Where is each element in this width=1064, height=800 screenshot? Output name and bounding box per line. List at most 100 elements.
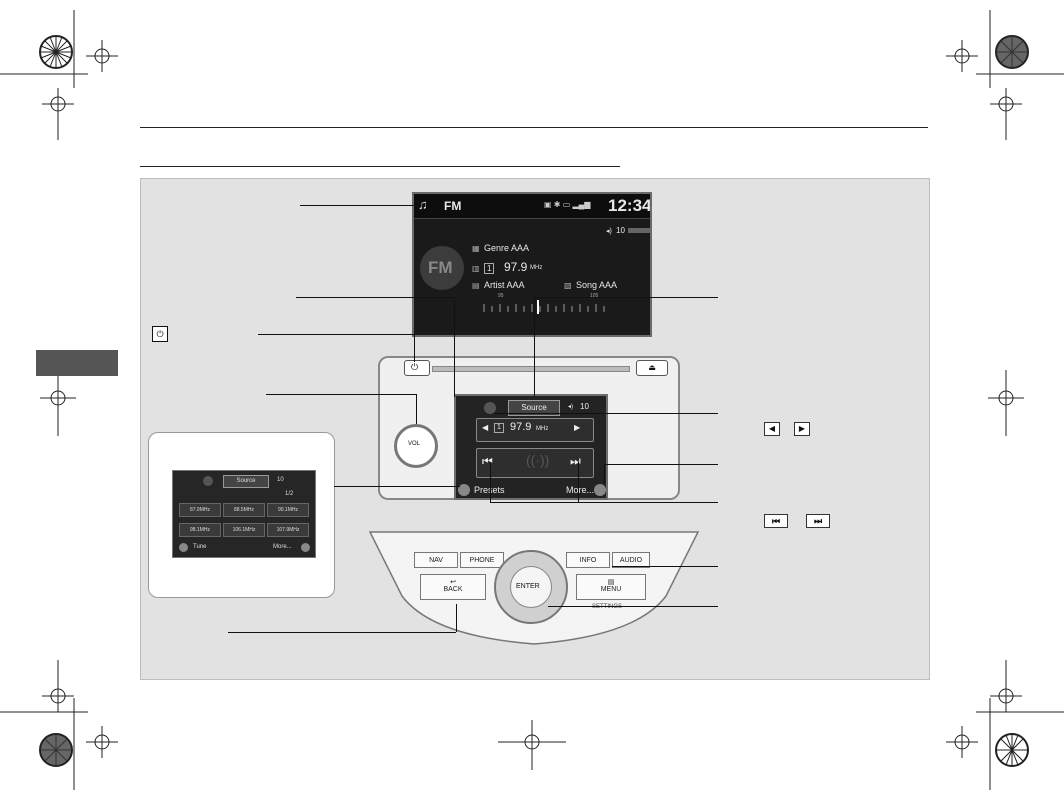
audio-button[interactable]: AUDIO — [612, 552, 650, 568]
volume-icon: ◂) — [606, 228, 612, 235]
fm-logo-circle — [420, 246, 464, 290]
callout-volume-knob-drop — [416, 394, 417, 424]
lower-frequency: 97.9 — [510, 421, 532, 433]
registration-mark-bottom-right-dial — [986, 724, 1038, 776]
lower-frequency-unit: MHz — [536, 426, 549, 432]
lower-touchscreen: Source ◂) 10 ◀ 1 97.9 MHz ▶ ⏮ ((·)) ⏭ Pr… — [454, 394, 608, 500]
power-icon: ⏻ — [411, 362, 419, 372]
upper-mode-label: FM — [444, 199, 462, 213]
upper-display-screen: ♫ FM ▣ ✱ ▭ ▂▄▆ 12:34 ◂) 10 FM ▦ Genre AA… — [412, 192, 652, 337]
lower-volume-icon: ◂) — [568, 404, 574, 410]
lower-volume-value: 10 — [580, 402, 589, 411]
callout-music-icon — [300, 205, 418, 206]
callout-tune-arrows — [494, 413, 718, 414]
info-button[interactable]: INFO — [566, 552, 610, 568]
antenna-icon: ((·)) — [526, 452, 550, 468]
inset-more-label[interactable]: More... — [273, 544, 292, 550]
more-label[interactable]: More... — [566, 485, 595, 495]
lower-home-icon[interactable] — [484, 402, 496, 414]
scale-high-label: 105 — [590, 293, 599, 299]
callout-power — [258, 334, 414, 335]
power-button[interactable] — [404, 360, 430, 376]
volume-knob-label: VOL — [408, 441, 421, 447]
phone-button[interactable]: PHONE — [460, 552, 504, 568]
fm-logo-text: FM — [428, 258, 453, 277]
callout-source-drop — [534, 297, 535, 397]
skip-back-icon[interactable]: ⏮ — [482, 454, 493, 468]
status-icons: ▣ ✱ ▭ ▂▄▆ — [544, 200, 591, 209]
upper-preset-number: 1 — [484, 263, 495, 274]
genre-text: Genre AAA — [484, 243, 530, 253]
preset-button-1[interactable]: 87.9MHz — [179, 503, 221, 517]
artist-text: Artist AAA — [484, 280, 525, 290]
settings-label: SETTINGS — [592, 604, 623, 610]
preset-button-3[interactable]: 90.1MHz — [267, 503, 309, 517]
upper-frequency: 97.9 — [504, 260, 528, 274]
registration-mark-top-right-dial — [986, 26, 1038, 78]
callout-skip-left — [490, 462, 491, 502]
inset-home-icon — [203, 476, 213, 486]
menu-icon: ▤ — [607, 579, 615, 586]
presets-label[interactable]: Presets — [474, 485, 505, 495]
preset-button-5[interactable]: 106.1MHz — [223, 523, 265, 537]
skip-back-symbol: ⏮ — [764, 514, 788, 528]
genre-icon: ▦ — [472, 244, 480, 253]
artist-icon: ▤ — [472, 281, 480, 290]
seek-bar[interactable] — [476, 448, 594, 478]
upper-frequency-unit: MHz — [530, 265, 543, 271]
volume-bar — [628, 228, 650, 233]
inset-more-round-button[interactable] — [301, 543, 310, 552]
callout-back — [228, 632, 456, 633]
cd-slot — [432, 366, 630, 372]
song-text: Song AAA — [576, 280, 618, 290]
callout-skip-right — [578, 462, 579, 502]
menu-label: MENU — [600, 586, 622, 593]
inset-volume-value: 10 — [277, 477, 284, 483]
callout-menu — [612, 566, 718, 567]
seek-right-symbol: ▶ — [794, 422, 810, 436]
station-icon: ▥ — [472, 264, 480, 273]
header-rule — [140, 127, 928, 128]
chapter-tab — [36, 350, 118, 376]
source-button[interactable]: Source — [508, 400, 560, 416]
callout-source — [534, 297, 718, 298]
eject-button[interactable]: ⏏ — [636, 360, 668, 376]
volume-knob[interactable] — [394, 424, 438, 468]
upper-volume-value: 10 — [616, 226, 625, 235]
presets-round-button[interactable] — [458, 484, 470, 496]
enter-label: ENTER — [516, 583, 540, 590]
music-note-icon: ♫ — [418, 197, 428, 212]
song-icon: ▧ — [564, 281, 572, 290]
back-button[interactable]: ↩ BACK — [420, 574, 486, 600]
tune-right-arrow[interactable]: ▶ — [574, 423, 581, 432]
frequency-tune-bar[interactable] — [476, 418, 594, 442]
skip-forward-icon[interactable]: ⏭ — [570, 454, 581, 468]
inset-source-button[interactable]: Source — [223, 475, 269, 488]
callout-skip — [490, 502, 718, 503]
preset-button-2[interactable]: 88.5MHz — [223, 503, 265, 517]
power-symbol-callout: ⏻ — [152, 326, 168, 342]
interface-dial[interactable] — [494, 550, 568, 624]
callout-presets — [334, 486, 460, 487]
callout-more-drop — [604, 464, 605, 484]
callout-back-drop — [456, 604, 457, 632]
tune-left-arrow[interactable]: ◀ — [482, 423, 489, 432]
preset-button-6[interactable]: 107.9MHz — [267, 523, 309, 537]
skip-forward-symbol: ⏭ — [806, 514, 830, 528]
callout-volume-knob — [266, 394, 416, 395]
inset-page-indicator: 1/2 — [285, 491, 294, 497]
callout-dial — [548, 606, 718, 607]
nav-button[interactable]: NAV — [414, 552, 458, 568]
tune-round-button[interactable] — [179, 543, 188, 552]
preset-button-4[interactable]: 98.1MHz — [179, 523, 221, 537]
inset-tune-label[interactable]: Tune — [193, 544, 207, 550]
callout-screen-left — [296, 297, 454, 298]
registration-mark-bottom-left-dial — [30, 724, 82, 776]
back-arrow-icon: ↩ — [450, 579, 456, 586]
enter-button[interactable] — [510, 566, 552, 608]
more-round-button[interactable] — [594, 484, 606, 496]
upper-display-status-bar — [414, 194, 650, 219]
preset-screen: Source 10 1/2 87.9MHz 88.5MHz 90.1MHz 98… — [172, 470, 316, 558]
menu-button[interactable]: ▤ MENU — [576, 574, 646, 600]
callout-more — [604, 464, 718, 465]
